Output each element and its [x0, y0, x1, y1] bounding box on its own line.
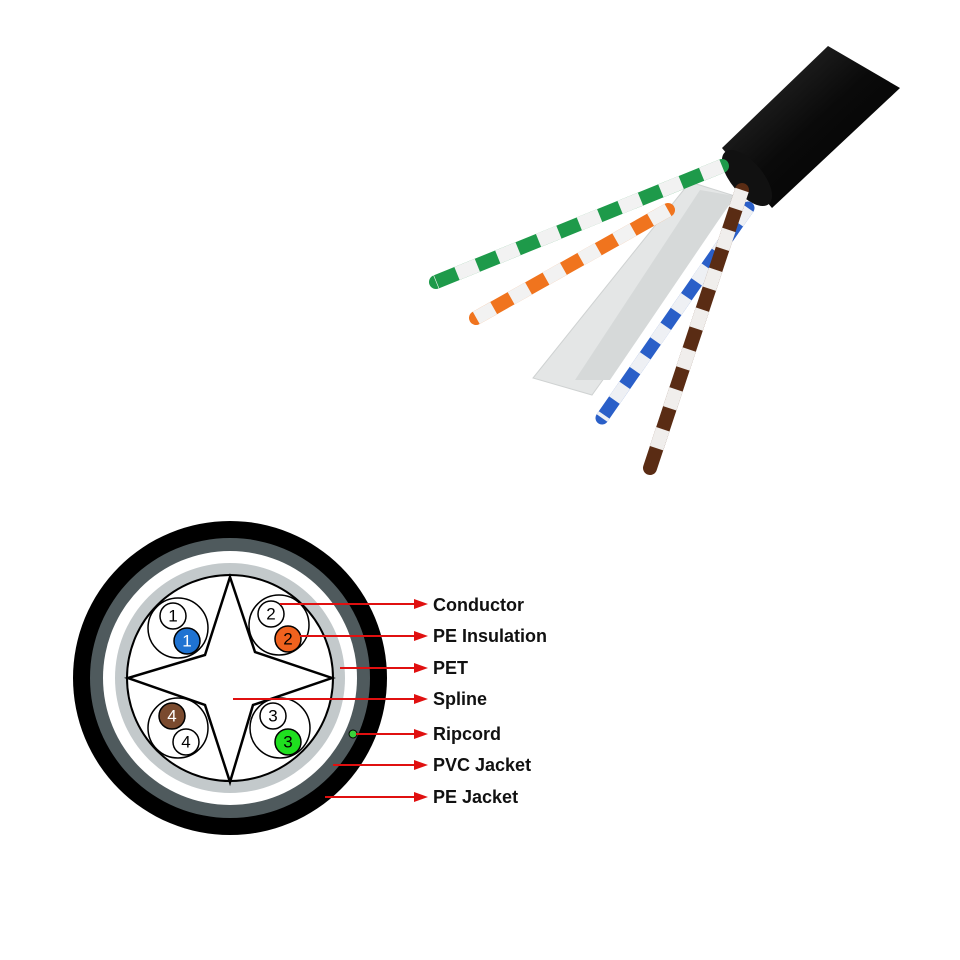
pair-4-group [147, 697, 209, 759]
spline-separator [532, 181, 736, 396]
spline-cross [123, 572, 336, 787]
conductor-2-orange: 2 [274, 625, 302, 653]
svg-text:1: 1 [168, 607, 177, 626]
pair-1-group [147, 597, 209, 659]
conductor-4-brown: 4 [158, 702, 186, 730]
cable-outer-jacket [721, 46, 900, 208]
conductor-3-white: 3 [259, 702, 287, 730]
leader-pe-insulation [300, 631, 428, 641]
svg-text:1: 1 [182, 632, 191, 651]
label-ripcord: Ripcord [433, 724, 502, 744]
label-pvc-jacket: PVC Jacket [433, 755, 532, 775]
label-pet: PET [433, 658, 469, 678]
conductor-2-white: 2 [257, 600, 285, 628]
leader-spline [233, 694, 428, 704]
svg-text:3: 3 [268, 707, 277, 726]
conductor-3-green: 3 [274, 728, 302, 756]
leader-pvc-jacket [333, 760, 428, 770]
ripcord [348, 729, 358, 739]
svg-text:2: 2 [266, 605, 275, 624]
leader-conductor [280, 599, 428, 609]
conductor-1-white: 1 [159, 602, 187, 630]
green-pair [429, 159, 729, 289]
orange-pair [469, 203, 675, 325]
label-pe-jacket: PE Jacket [433, 787, 519, 807]
leader-pe-jacket [325, 792, 428, 802]
conductor-1-blue: 1 [173, 627, 201, 655]
label-spline: Spline [433, 689, 488, 709]
leader-pet [340, 663, 428, 673]
svg-text:4: 4 [181, 733, 190, 752]
pair-2-group [248, 594, 310, 656]
label-pe-insulation: PE Insulation [433, 626, 548, 646]
svg-text:2: 2 [283, 630, 292, 649]
brown-pair [643, 183, 749, 475]
svg-text:4: 4 [167, 707, 176, 726]
svg-text:3: 3 [283, 733, 292, 752]
leader-ripcord [356, 729, 428, 739]
conductor-4-white: 4 [172, 728, 200, 756]
label-conductor: Conductor [433, 595, 524, 615]
